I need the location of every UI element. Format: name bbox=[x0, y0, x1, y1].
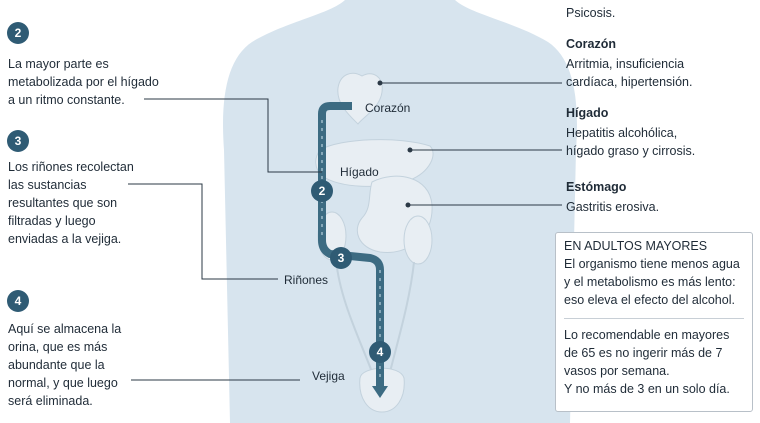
right-kidney-organ bbox=[403, 215, 433, 265]
ureter-right bbox=[389, 261, 415, 373]
organ-label-bladder: Vejiga bbox=[312, 369, 345, 383]
elderly-paragraph-1: El organismo tiene menos agua y el metab… bbox=[564, 257, 740, 307]
effect-stomach-title: Estómago bbox=[566, 180, 627, 194]
flow-arrowhead bbox=[372, 386, 388, 398]
path-badge-4: 4 bbox=[369, 341, 391, 363]
leader-step-3 bbox=[128, 183, 278, 280]
organ-label-heart: Corazón bbox=[365, 101, 411, 115]
path-badge-3: 3 bbox=[330, 247, 352, 269]
leader-step-2 bbox=[144, 98, 322, 173]
flow-dashes bbox=[321, 120, 381, 380]
organ-label-kidneys: Riñones bbox=[284, 273, 329, 287]
effect-stomach-desc: Gastritis erosiva. bbox=[566, 200, 660, 214]
flow-path-upper bbox=[318, 102, 384, 388]
effect-psychosis-text: Psicosis. bbox=[566, 6, 616, 20]
step-2-text: La mayor parte es metabolizada por el hí… bbox=[8, 57, 159, 107]
heart-organ bbox=[337, 72, 383, 125]
elderly-divider bbox=[564, 318, 744, 319]
elderly-info-box: EN ADULTOS MAYORES El organismo tiene me… bbox=[555, 232, 753, 412]
elderly-paragraph-2: Lo recomendable en mayores de 65 es no i… bbox=[564, 328, 730, 396]
effect-heart-desc: Arritmia, insuficiencia cardíaca, hipert… bbox=[566, 57, 693, 89]
step-3-badge: 3 bbox=[7, 130, 29, 152]
step-2-badge: 2 bbox=[7, 22, 29, 44]
organ-label-liver: Hígado bbox=[340, 165, 379, 179]
effect-liver-desc: Hepatitis alcohólica, hígado graso y cir… bbox=[566, 126, 696, 158]
step-4-text: Aquí se almacena la orina, que es más ab… bbox=[8, 322, 122, 408]
path-badge-2: 2 bbox=[311, 180, 333, 202]
ureter-left bbox=[335, 259, 373, 373]
elderly-heading: EN ADULTOS MAYORES bbox=[564, 239, 708, 253]
step-4-badge: 4 bbox=[7, 290, 29, 312]
effect-heart-title: Corazón bbox=[566, 37, 616, 51]
step-3-text: Los riñones recolectan las sustancias re… bbox=[8, 160, 134, 246]
effect-liver-title: Hígado bbox=[566, 106, 609, 120]
